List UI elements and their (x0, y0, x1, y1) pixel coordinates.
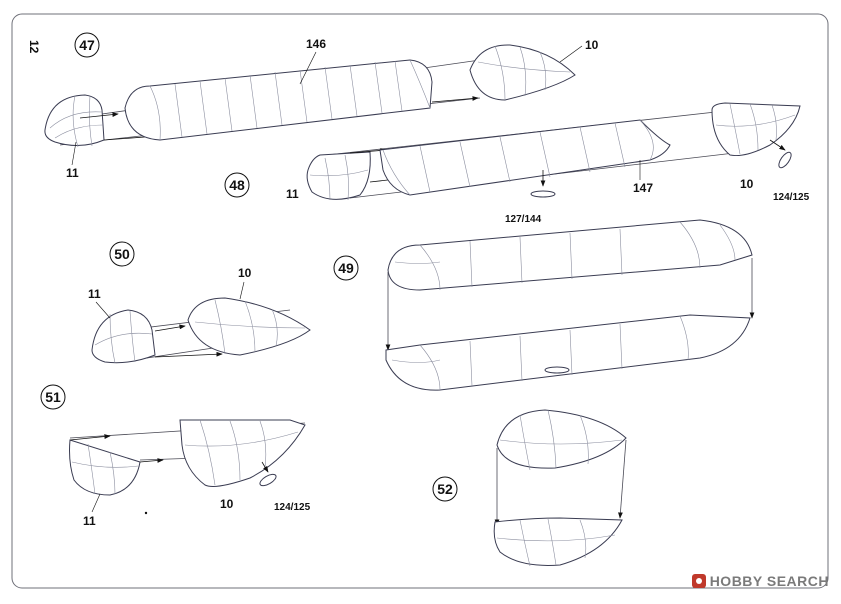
step-51-label-124-125: 124/125 (274, 502, 311, 513)
step-49-badge (333, 255, 359, 281)
hobby-search-logo-icon (691, 574, 706, 588)
step-49: 49 (333, 219, 755, 391)
step-48-label-124-125: 124/125 (773, 192, 810, 203)
part-lower-fuselage (385, 314, 751, 391)
step-50-number: 50 (114, 246, 130, 262)
step-51-badge (40, 384, 66, 410)
step-47-label-11: 11 (66, 166, 79, 180)
step-47-label-146: 146 (306, 37, 326, 51)
step-50-badge (109, 241, 135, 267)
part-lower-nose (493, 517, 623, 566)
part-upper-fuselage (387, 219, 753, 291)
step-48-label-147: 147 (633, 181, 653, 195)
watermark-text: HOBBY SEARCH (709, 573, 829, 589)
watermark: HOBBY SEARCH (691, 573, 829, 589)
part-10-tail (711, 102, 801, 156)
step-51-number: 51 (45, 389, 61, 405)
step-50-label-11: 11 (88, 287, 101, 301)
step-48-number: 48 (229, 177, 245, 193)
part-upper-nose (496, 409, 627, 469)
part-124-125-clear (259, 473, 277, 487)
part-11-nose (91, 309, 156, 364)
step-52-badge (432, 476, 458, 502)
step-49-number: 49 (338, 260, 354, 276)
step-52-number: 52 (437, 481, 453, 497)
part-124-125-clear (778, 151, 792, 169)
step-48-badge (224, 172, 250, 198)
part-11-nose (44, 94, 105, 146)
part-127-144-clear (530, 190, 556, 198)
part-10-tail (179, 419, 306, 487)
step-51: 51 11 10 124/125 (40, 384, 311, 528)
step-47-label-10: 10 (585, 38, 599, 52)
part-11-nose (69, 439, 141, 496)
page-number: 12 (27, 40, 41, 54)
step-47-badge (74, 32, 100, 58)
step-51-label-10: 10 (220, 497, 234, 511)
step-48-label-11: 11 (286, 187, 299, 201)
step-47: 47 146 10 11 (44, 32, 599, 180)
part-10-tail (469, 44, 576, 101)
page-frame (11, 13, 829, 589)
part-147-body (379, 119, 671, 196)
step-50: 50 11 10 (88, 241, 311, 364)
step-48: 48 11 147 10 127/144 124/125 (224, 102, 810, 225)
part-11-nose (306, 151, 371, 200)
step-48-label-127-144: 127/144 (505, 214, 542, 225)
step-51-label-11: 11 (83, 514, 96, 528)
step-50-label-10: 10 (238, 266, 252, 280)
step-48-label-10: 10 (740, 177, 754, 191)
step-47-number: 47 (79, 37, 95, 53)
step-52: 52 (432, 409, 627, 567)
